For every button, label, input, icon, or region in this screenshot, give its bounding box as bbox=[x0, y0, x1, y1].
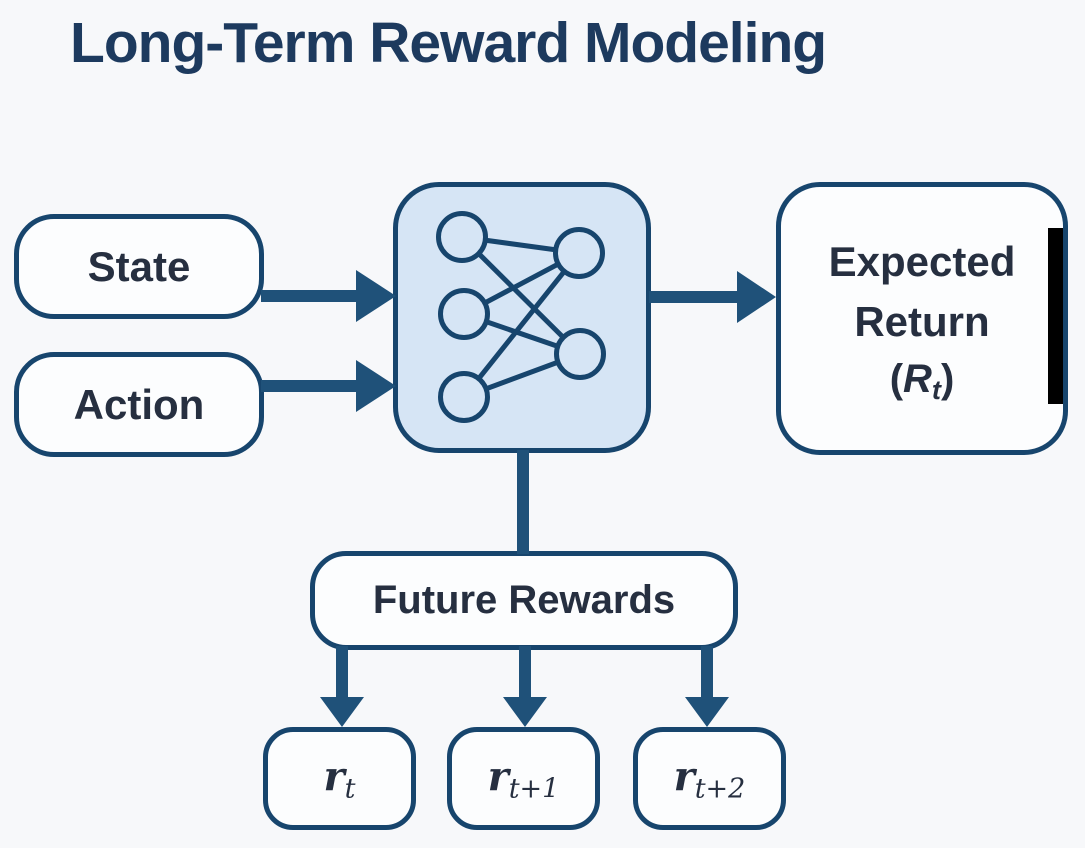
reward-t2-subscript: t+2 bbox=[694, 773, 746, 805]
expected-return-line2: Return bbox=[854, 298, 990, 346]
reward-t2-label: rt+2 bbox=[674, 753, 746, 805]
arrow-future-to-reward-t2 bbox=[685, 646, 729, 727]
arrow-future-to-reward-t bbox=[320, 646, 364, 727]
action-box: Action bbox=[14, 352, 264, 457]
formula-symbol: R bbox=[903, 356, 932, 401]
arrow-network-to-expected-return bbox=[649, 271, 776, 323]
formula-paren-close: ) bbox=[940, 356, 955, 401]
reward-t2-box: rt+2 bbox=[633, 727, 786, 830]
state-label: State bbox=[87, 242, 191, 290]
action-label: Action bbox=[73, 380, 205, 428]
reward-t1-subscript: t+1 bbox=[508, 773, 560, 805]
state-box: State bbox=[14, 214, 264, 319]
future-rewards-box: Future Rewards bbox=[310, 551, 738, 650]
page-title: Long-Term Reward Modeling bbox=[70, 11, 827, 75]
reward-t1-box: rt+1 bbox=[447, 727, 600, 830]
formula-subscript: t bbox=[931, 373, 941, 405]
cursor-bar bbox=[1048, 228, 1063, 404]
reward-t1-symbol: r bbox=[487, 752, 509, 800]
expected-return-formula: (Rt) bbox=[890, 357, 955, 406]
reward-t-symbol: r bbox=[323, 752, 345, 800]
reward-t-box: rt bbox=[263, 727, 416, 830]
reward-t-label: rt bbox=[324, 753, 356, 805]
future-rewards-label: Future Rewards bbox=[372, 578, 676, 622]
arrow-future-to-reward-t1 bbox=[503, 646, 547, 727]
reward-t2-symbol: r bbox=[673, 752, 695, 800]
connector-network-to-future-rewards bbox=[517, 450, 529, 554]
neural-network-box bbox=[393, 182, 651, 453]
reward-t1-label: rt+1 bbox=[488, 753, 560, 805]
expected-return-line1: Expected bbox=[828, 237, 1016, 285]
arrow-action-to-network bbox=[261, 360, 396, 412]
formula-paren-open: ( bbox=[889, 356, 904, 401]
reward-t-subscript: t bbox=[344, 773, 356, 805]
arrow-state-to-network bbox=[261, 270, 396, 322]
